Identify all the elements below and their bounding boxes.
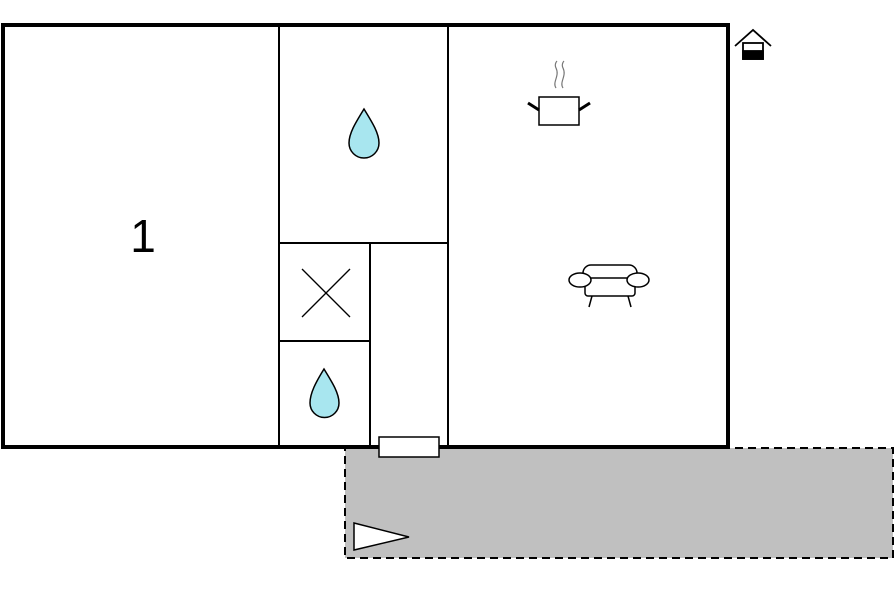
direction-arrow-icon [353,522,410,551]
outer-walls [1,23,730,449]
cooking-pot-icon [527,60,591,126]
terrace-area [344,447,894,559]
entrance-door [378,436,440,458]
house-entrance-icon [734,28,772,60]
interior-walls [278,25,449,447]
water-drop-icon [348,107,380,159]
cross-icon [301,268,351,318]
water-drop-icon [309,367,340,419]
room-label-bedroom: 1 [130,210,156,262]
sofa-icon [568,264,650,308]
